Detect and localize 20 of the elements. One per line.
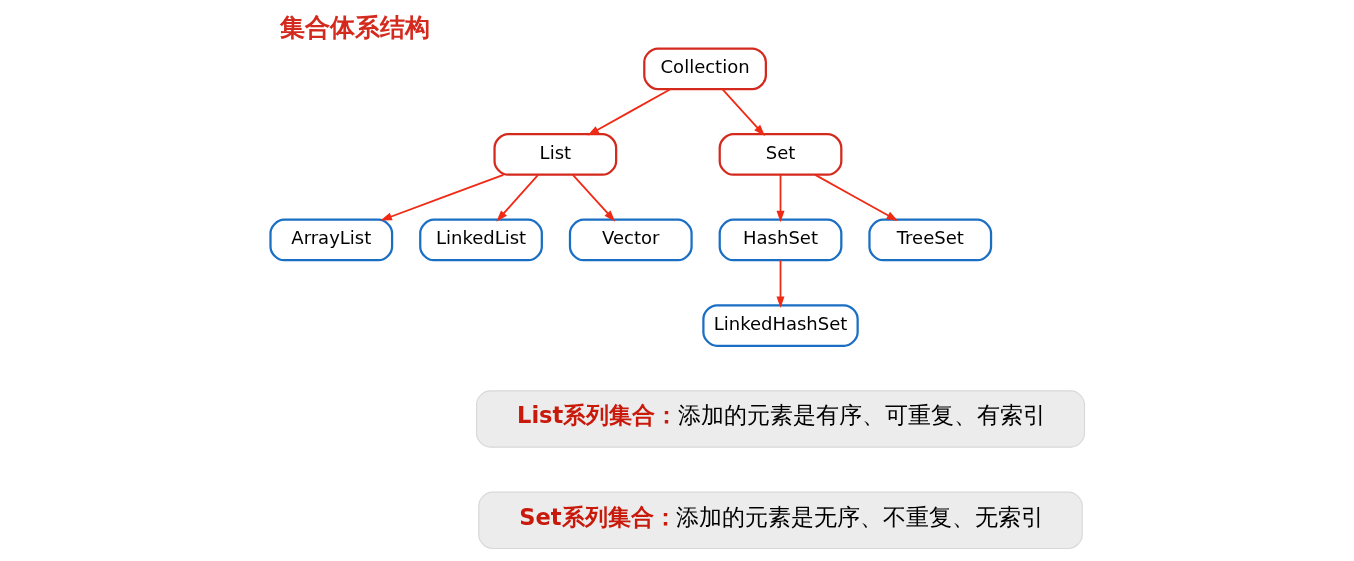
arrow [571,173,615,222]
node-box: TreeSet [867,218,992,262]
arrow [776,259,785,308]
node-box: Set系列集合：添加的元素是无序、不重复、无索引 [477,491,1083,549]
diagram-title: 集合体系结构 [279,12,430,42]
arrow [379,173,504,221]
node-box: ArrayList [268,218,393,262]
node-box: List系列集合：添加的元素是有序、可重复、有索引 [475,390,1085,448]
node-box: Collection [642,47,767,91]
node-box: LinkedHashSet [701,304,859,347]
node-box: LinkedList [418,218,543,262]
node-box: HashSet [718,218,842,262]
arrow [813,173,898,221]
node-box: Vector [568,218,693,262]
node-box: List [492,133,617,176]
arrow [587,88,671,136]
arrow [776,173,785,223]
arrow [495,173,539,222]
node-box: Set [718,133,842,176]
arrow [721,88,765,137]
